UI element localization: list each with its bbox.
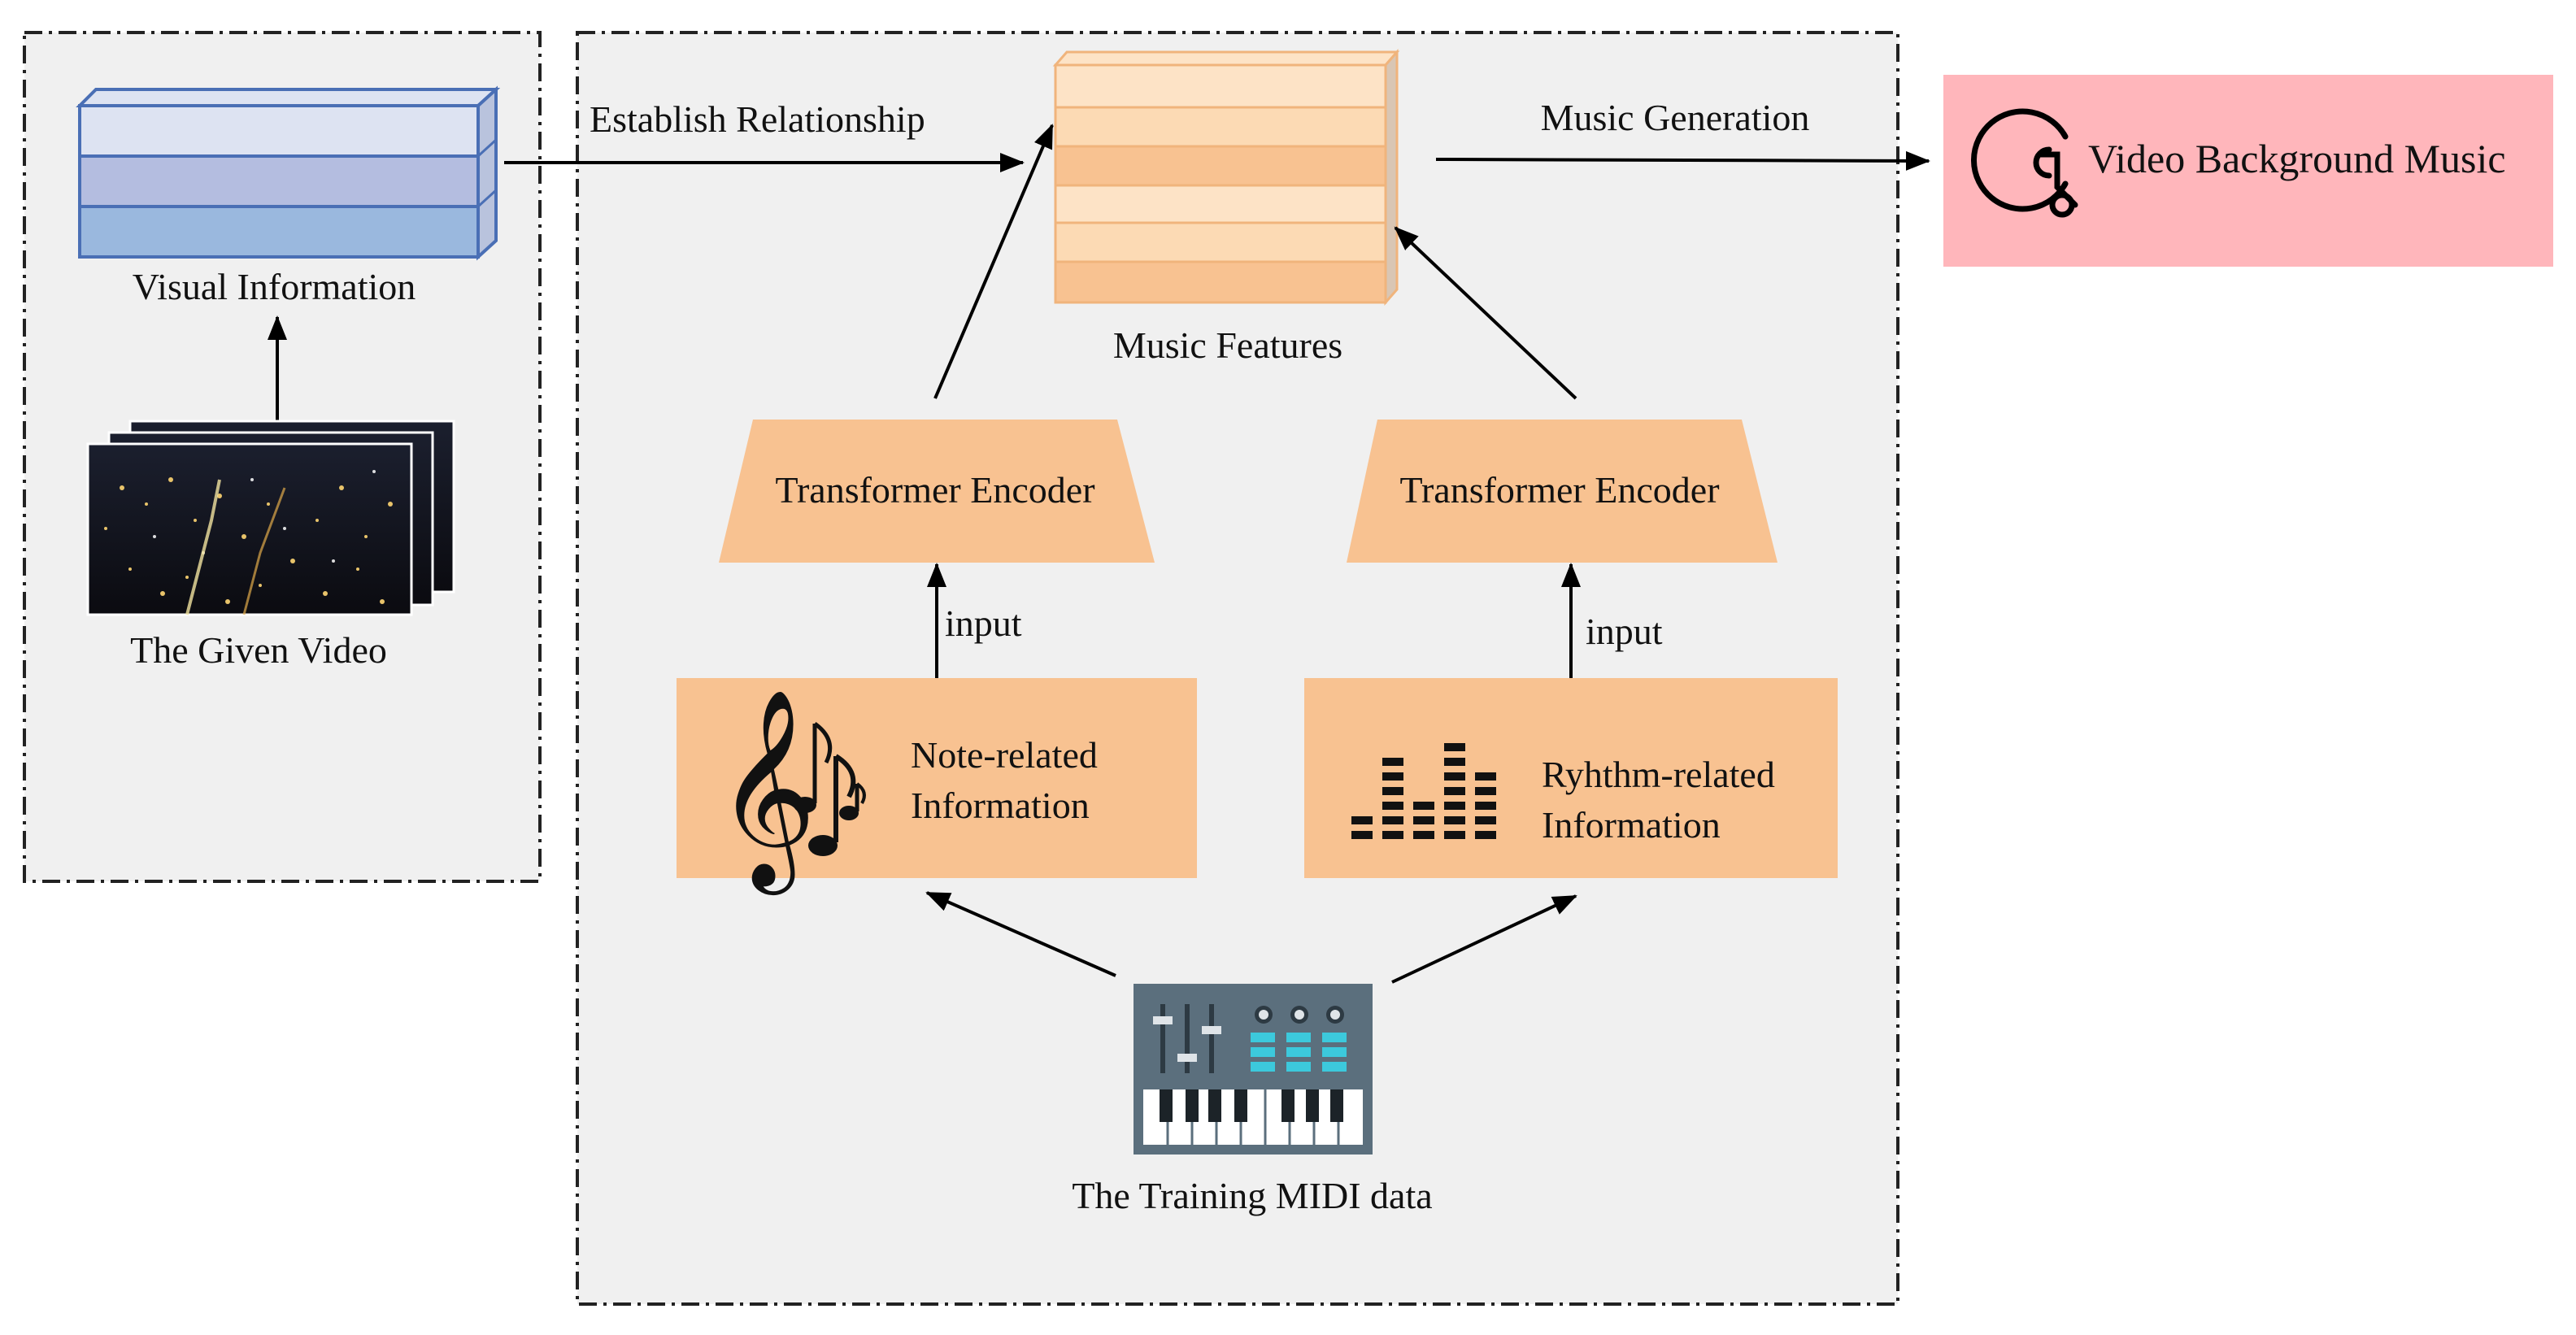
note-related-info-box xyxy=(677,678,1197,878)
music-disc-icon xyxy=(1970,108,2078,218)
svg-text:𝄞: 𝄞 xyxy=(716,687,816,895)
arrow-midi-to-rhythm xyxy=(1391,894,1577,984)
note-info-line1: Note-related xyxy=(911,734,1098,776)
arrow-left-encoder-to-features xyxy=(933,124,1054,399)
arrow-music-generation xyxy=(1435,150,1930,171)
input-label-left: input xyxy=(945,602,1022,644)
transformer-encoder-left xyxy=(719,420,1155,563)
video-background-music-label: Video Background Music xyxy=(2088,136,2506,181)
transformer-encoder-right-label: Transformer Encoder xyxy=(1399,469,1719,511)
rhythm-info-line1: Ryhthm-related xyxy=(1542,754,1775,795)
visual-information-label: Visual Information xyxy=(133,266,416,307)
visual-information-block xyxy=(76,85,501,261)
music-features-label: Music Features xyxy=(1113,324,1342,366)
input-label-right: input xyxy=(1586,611,1663,652)
note-info-line2: Information xyxy=(911,785,1090,826)
establish-relationship-label: Establish Relationship xyxy=(590,98,925,140)
music-generation-label: Music Generation xyxy=(1541,97,1810,138)
midi-keyboard-icon xyxy=(1134,984,1373,1155)
arrow-right-encoder-to-features xyxy=(1394,226,1577,400)
rhythm-info-line2: Information xyxy=(1542,804,1721,846)
music-features-block xyxy=(1052,49,1400,306)
video-background-music-box xyxy=(1943,75,2553,267)
music-notes-icon: 𝄞 xyxy=(716,687,866,895)
equalizer-icon xyxy=(1351,743,1496,839)
transformer-encoder-right xyxy=(1347,420,1778,563)
video-frames-icon xyxy=(86,420,455,616)
given-video-label: The Given Video xyxy=(130,629,387,671)
midi-label: The Training MIDI data xyxy=(1072,1175,1432,1216)
arrow-midi-to-note xyxy=(925,891,1116,977)
transformer-encoder-left-label: Transformer Encoder xyxy=(775,469,1094,511)
